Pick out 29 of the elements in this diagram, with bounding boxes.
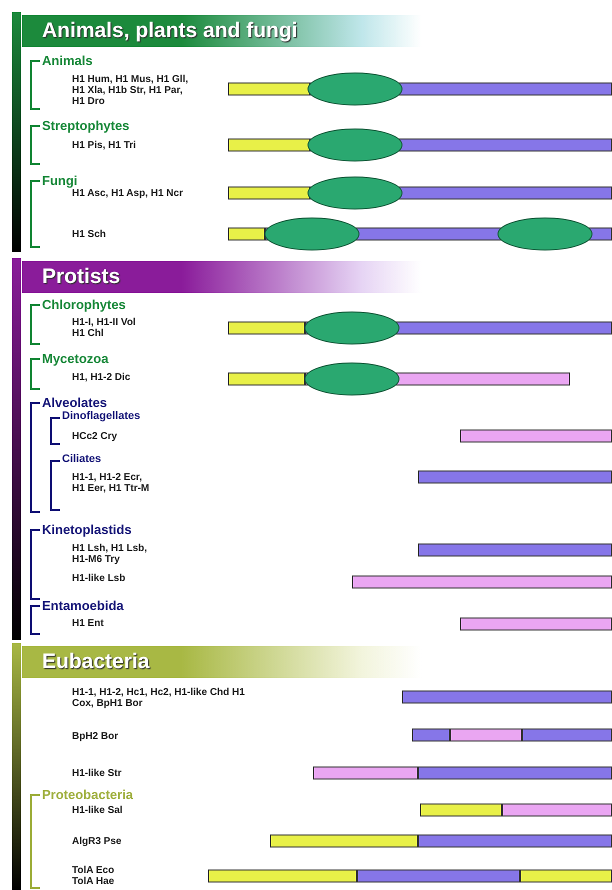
group-heading: Ciliates (62, 453, 102, 465)
group-heading: Alveolates (42, 395, 108, 410)
species-label: H1-1, H1-2 Ecr, H1 Eer, H1 Ttr-M (72, 472, 152, 494)
species-label: H1-like Str (72, 768, 192, 779)
group-heading: Animals (42, 53, 93, 68)
group-heading: Kinetoplastids (42, 522, 132, 537)
species-label: H1 Pis, H1 Tri (72, 140, 212, 151)
species-label: AlgR3 Pse (72, 836, 192, 847)
species-label: H1 Hum, H1 Mus, H1 Gll, H1 Xla, H1b Str, H1 Par, H1 Dro (72, 74, 192, 107)
species-label: H1 Asc, H1 Asp, H1 Ncr (72, 188, 222, 199)
species-label: H1-like Lsb (72, 573, 192, 584)
species-label: H1 Ent (72, 618, 192, 629)
species-label: H1-like Sal (72, 805, 192, 816)
species-label: H1 Lsh, H1 Lsb, H1-M6 Try (72, 543, 160, 565)
group-heading: Fungi (42, 173, 78, 188)
species-label: H1-1, H1-2, Hc1, Hc2, H1-like Chd H1 Cox, BpH1 Bor (72, 687, 252, 709)
section-heading: Animals, plants and fungi (22, 15, 422, 47)
group-heading: Proteobacteria (42, 787, 134, 802)
group-heading: Dinoflagellates (62, 410, 140, 422)
species-label: H1-I, H1-II Vol H1 Chl (72, 317, 148, 339)
species-label: BpH2 Bor (72, 731, 192, 742)
group-heading: Mycetozoa (42, 351, 108, 366)
species-label: H1, H1-2 Dic (72, 372, 192, 383)
group-heading: Entamoebida (42, 598, 124, 613)
species-label: TolA Eco TolA Hae (72, 865, 127, 887)
group-heading: Streptophytes (42, 118, 130, 133)
group-heading: Chlorophytes (42, 297, 126, 312)
species-label: HCc2 Cry (72, 431, 192, 442)
species-label: H1 Sch (72, 229, 212, 240)
